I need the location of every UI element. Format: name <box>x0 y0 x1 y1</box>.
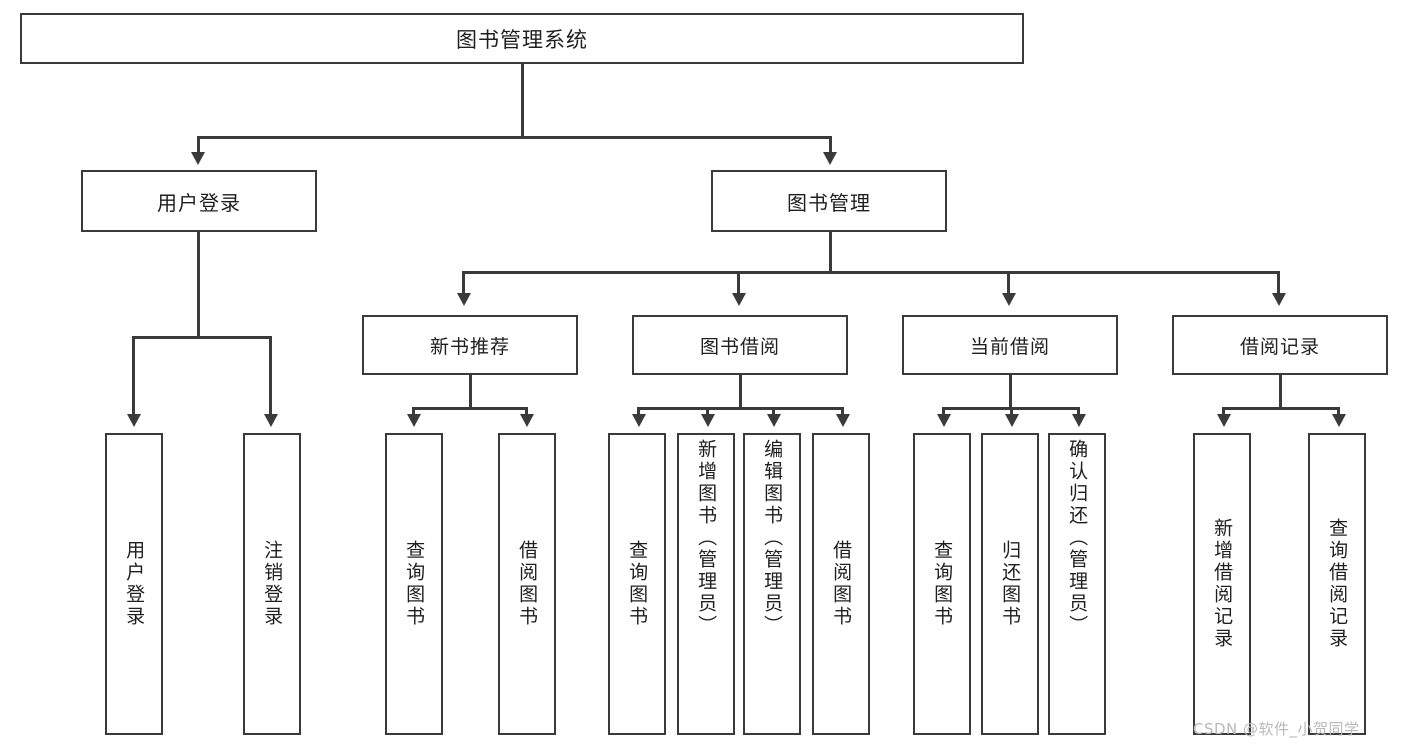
arrow-borrowrecord-leaf-1 <box>1217 414 1231 427</box>
leaf-borrow-record-query[interactable]: 查询借阅记录 <box>1308 433 1366 735</box>
arrow-currentborrow-leaf-3 <box>1072 414 1086 427</box>
connector-userlogin-stem <box>197 232 200 337</box>
connector-root-stem <box>521 64 524 137</box>
leaf-label: 新增借阅记录 <box>1211 518 1234 650</box>
connector-userlogin-bus <box>132 336 269 339</box>
node-root-system[interactable]: 图书管理系统 <box>20 13 1024 64</box>
connector-borrowrecord-drop-1 <box>1222 407 1225 417</box>
arrow-root-to-userlogin <box>191 152 205 165</box>
leaf-current-borrow-query[interactable]: 查询图书 <box>913 433 971 735</box>
leaf-book-borrow-query[interactable]: 查询图书 <box>608 433 666 735</box>
leaf-label: 确认归还（管理员） <box>1066 439 1089 637</box>
connector-bookborrow-drop-1 <box>637 407 640 417</box>
arrow-borrowrecord-leaf-2 <box>1332 414 1346 427</box>
connector-newbook-stem <box>469 375 472 408</box>
node-new-book-recommend[interactable]: 新书推荐 <box>362 315 578 375</box>
leaf-label: 借阅图书 <box>516 540 539 628</box>
connector-bookborrow-drop-4 <box>841 407 844 417</box>
arrow-newbook-leaf-1 <box>407 414 421 427</box>
leaf-label: 查询图书 <box>931 540 954 628</box>
arrow-bookborrow-leaf-1 <box>632 414 646 427</box>
connector-bus-to-currentborrow <box>1007 271 1010 295</box>
leaf-label: 编辑图书（管理员） <box>761 439 784 637</box>
leaf-new-book-query[interactable]: 查询图书 <box>385 433 443 735</box>
leaf-label: 新增图书（管理员） <box>695 439 718 637</box>
leaf-current-borrow-return[interactable]: 归还图书 <box>981 433 1039 735</box>
leaf-label: 查询图书 <box>403 540 426 628</box>
leaf-label: 归还图书 <box>999 540 1022 628</box>
node-current-borrow[interactable]: 当前借阅 <box>902 315 1118 375</box>
node-label: 借阅记录 <box>1239 335 1320 358</box>
connector-userlogin-drop-1 <box>132 336 135 417</box>
arrow-bookborrow-leaf-4 <box>836 414 850 427</box>
connector-newbook-drop-1 <box>412 407 415 417</box>
node-label: 用户登录 <box>157 190 241 215</box>
connector-bus-to-newbook <box>462 271 465 295</box>
connector-bus-to-bookborrow <box>737 271 740 295</box>
leaf-current-borrow-confirm[interactable]: 确认归还（管理员） <box>1048 433 1106 735</box>
arrow-newbook-leaf-2 <box>520 414 534 427</box>
connector-bookborrow-drop-2 <box>706 407 709 417</box>
connector-root-bus <box>198 136 831 139</box>
connector-currentborrow-drop-3 <box>1077 407 1080 417</box>
arrow-to-currentborrow <box>1002 293 1016 306</box>
arrow-to-bookborrow <box>732 293 746 306</box>
node-label: 当前借阅 <box>969 335 1050 358</box>
arrow-bookborrow-leaf-2 <box>701 414 715 427</box>
connector-bookborrow-drop-3 <box>772 407 775 417</box>
leaf-book-borrow-add[interactable]: 新增图书（管理员） <box>677 433 735 735</box>
connector-bus-to-borrowrecord <box>1277 271 1280 295</box>
arrow-currentborrow-leaf-1 <box>937 414 951 427</box>
connector-currentborrow-stem <box>1009 375 1012 408</box>
node-user-login[interactable]: 用户登录 <box>81 170 317 232</box>
connector-borrowrecord-drop-2 <box>1337 407 1340 417</box>
connector-bookborrow-stem <box>739 375 742 408</box>
leaf-new-book-borrow[interactable]: 借阅图书 <box>498 433 556 735</box>
arrow-userlogin-leaf-1 <box>127 414 141 427</box>
connector-level3-bus <box>462 271 1279 274</box>
leaf-label: 借阅图书 <box>830 540 853 628</box>
leaf-user-login-login[interactable]: 用户登录 <box>105 433 163 735</box>
connector-newbook-bus <box>412 407 527 410</box>
connector-borrowrecord-bus <box>1222 407 1339 410</box>
leaf-label: 查询图书 <box>626 540 649 628</box>
arrow-to-newbook <box>457 293 471 306</box>
connector-currentborrow-drop-2 <box>1010 407 1013 417</box>
connector-borrowrecord-stem <box>1279 375 1282 408</box>
leaf-label: 注销登录 <box>261 540 284 628</box>
connector-currentborrow-drop-1 <box>942 407 945 417</box>
leaf-label: 用户登录 <box>123 540 146 628</box>
connector-newbook-drop-2 <box>525 407 528 417</box>
arrow-bookborrow-leaf-3 <box>767 414 781 427</box>
node-book-management[interactable]: 图书管理 <box>711 170 947 232</box>
connector-userlogin-drop-2 <box>269 336 272 417</box>
leaf-book-borrow-edit[interactable]: 编辑图书（管理员） <box>743 433 801 735</box>
node-borrow-record[interactable]: 借阅记录 <box>1172 315 1388 375</box>
connector-root-to-userlogin <box>197 136 200 154</box>
connector-bookmgmt-stem <box>829 232 832 272</box>
node-book-borrow[interactable]: 图书借阅 <box>632 315 848 375</box>
leaf-label: 查询借阅记录 <box>1326 518 1349 650</box>
arrow-currentborrow-leaf-2 <box>1005 414 1019 427</box>
leaf-borrow-record-add[interactable]: 新增借阅记录 <box>1193 433 1251 735</box>
node-label: 图书管理系统 <box>456 27 588 52</box>
node-label: 图书借阅 <box>699 335 780 358</box>
arrow-root-to-bookmgmt <box>823 152 837 165</box>
leaf-book-borrow-borrow[interactable]: 借阅图书 <box>812 433 870 735</box>
connector-bookborrow-bus <box>637 407 843 410</box>
arrow-to-borrowrecord <box>1272 293 1286 306</box>
arrow-userlogin-leaf-2 <box>264 414 278 427</box>
connector-root-to-bookmgmt <box>829 136 832 154</box>
node-label: 新书推荐 <box>429 335 510 358</box>
node-label: 图书管理 <box>787 190 871 215</box>
leaf-user-login-logout[interactable]: 注销登录 <box>243 433 301 735</box>
